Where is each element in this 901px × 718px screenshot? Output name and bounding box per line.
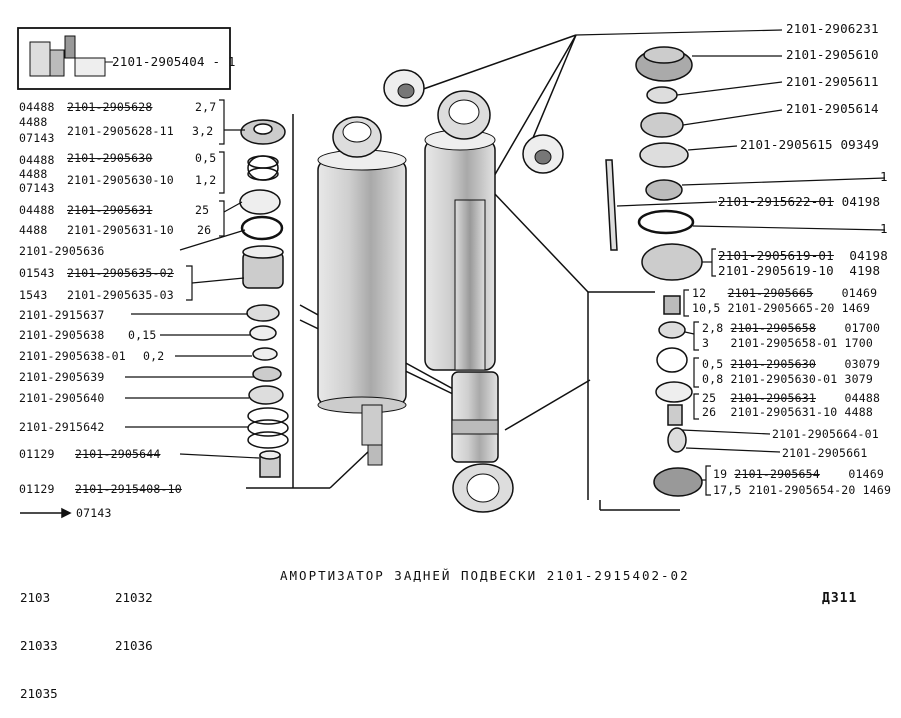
right-callout-r15: 0,5 2101-2905630 03079: [702, 357, 881, 371]
left-leaders: [125, 99, 260, 459]
left-callout-l8-size: 26: [197, 223, 212, 237]
legend-arrow-code: 07143: [76, 506, 112, 520]
shock-absorber-assembled: [317, 116, 407, 466]
model-2103: 2103: [20, 590, 51, 605]
right-callout-r18: 26 2101-2905631-10 4488: [702, 405, 873, 419]
right-callout-r1: 2101-2906231: [786, 21, 879, 36]
left-callout-l7-size: 25: [195, 203, 210, 217]
left-callout-l2: 4488: [19, 115, 48, 129]
right-callout-r14: 3 2101-2905658-01 1700: [702, 336, 873, 350]
shock-absorber-exploded: [424, 90, 514, 513]
right-callout-r4: 2101-2905614: [786, 101, 879, 116]
left-callout-l10-part: 2101-2905635-02: [67, 266, 174, 280]
left-callout-l19: 01129: [19, 482, 55, 496]
left-callout-l11-part: 2101-2905635-03: [67, 288, 174, 302]
right-callout-r19: 2101-2905664-01: [772, 427, 879, 441]
left-callout-l6-size: 1,2: [195, 173, 217, 187]
left-callout-l8-part: 2101-2905631-10: [67, 223, 174, 237]
left-callout-l3-size: 3,2: [192, 124, 214, 138]
left-callout-l1-part: 2101-2905628: [67, 100, 153, 114]
left-callout-l13: 2101-2905638: [19, 328, 105, 342]
model-21033: 21033: [20, 638, 58, 653]
left-callout-l7-part: 2101-2905631: [67, 203, 153, 217]
right-callout-r3: 2101-2905611: [786, 74, 879, 89]
page-number: Д311: [822, 591, 858, 606]
left-callout-l4-size: 0,5: [195, 151, 217, 165]
left-callout-l7: 04488: [19, 203, 55, 217]
right-callout-r20: 2101-2905661: [782, 446, 868, 460]
left-callout-l4: 04488: [19, 153, 55, 167]
page-title: АМОРТИЗАТОР ЗАДНЕЙ ПОДВЕСКИ 2101-2915402…: [280, 568, 690, 583]
left-callout-l3: 07143: [19, 131, 55, 145]
right-callout-r10: 2101-2905619-10 4198: [718, 263, 881, 278]
left-callout-l14-size: 0,2: [143, 349, 165, 363]
left-callout-l1-size: 2,7: [195, 100, 217, 114]
right-callout-r2: 2101-2905610: [786, 47, 879, 62]
kit-part-number: 2101-2905404 - 1: [112, 54, 236, 69]
right-callout-r5: 2101-2905615 09349: [740, 137, 880, 152]
right-callout-r12: 10,5 2101-2905665-20 1469: [692, 301, 871, 315]
left-guide-lines: [20, 114, 371, 519]
left-callout-l9: 2101-2905636: [19, 244, 105, 258]
right-callout-r22: 17,5 2101-2905654-20 1469: [713, 483, 892, 497]
right-callout-r7: 2101-2915622-01 04198: [718, 194, 881, 209]
left-callout-l4-part: 2101-2905630: [67, 151, 153, 165]
left-callout-l1: 04488: [19, 100, 55, 114]
left-callout-l17: 2101-2915642: [19, 420, 105, 434]
left-callout-l18: 01129: [19, 447, 55, 461]
right-callout-r6: 1: [880, 169, 888, 184]
exploded-view-drawing: [17, 27, 886, 519]
right-callout-r16: 0,8 2101-2905630-01 3079: [702, 372, 873, 386]
left-callout-l3-part: 2101-2905628-11: [67, 124, 174, 138]
left-callout-l19-part: 2101-2915408-10: [75, 482, 182, 496]
left-callout-l18-part: 2101-2905644: [75, 447, 161, 461]
model-list-col1: 2103 21033 21035: [20, 558, 58, 718]
right-callout-r8: 1: [880, 221, 888, 236]
model-21036: 21036: [115, 638, 153, 653]
model-21035: 21035: [20, 686, 58, 701]
left-callout-l8: 4488: [19, 223, 48, 237]
right-leaders: [575, 29, 886, 496]
left-callout-l6-part: 2101-2905630-10: [67, 173, 174, 187]
left-callout-l13-size: 0,15: [128, 328, 157, 342]
right-exploded-parts: [605, 46, 703, 497]
left-callout-l15: 2101-2905639: [19, 370, 105, 384]
left-callout-l16: 2101-2905640: [19, 391, 105, 405]
right-callout-r17: 25 2101-2905631 04488: [702, 391, 881, 405]
left-callout-l14: 2101-2905638-01: [19, 349, 126, 363]
repair-kit-box: [17, 27, 231, 90]
left-exploded-parts: [239, 119, 289, 478]
left-callout-l12: 2101-2915637: [19, 308, 105, 322]
right-callout-r11: 12 2101-2905665 01469: [692, 286, 878, 300]
model-21032: 21032: [115, 590, 153, 605]
left-callout-l10: 01543: [19, 266, 55, 280]
left-callout-l6: 07143: [19, 181, 55, 195]
right-callout-r13: 2,8 2101-2905658 01700: [702, 321, 881, 335]
left-callout-l5: 4488: [19, 167, 48, 181]
left-callout-l11: 1543: [19, 288, 48, 302]
model-list-col2: 21032 21036: [115, 558, 153, 670]
right-callout-r21: 19 2101-2905654 01469: [713, 467, 884, 481]
rubber-bushings: [383, 69, 564, 174]
right-callout-r9: 2101-2905619-01 04198: [718, 248, 888, 263]
